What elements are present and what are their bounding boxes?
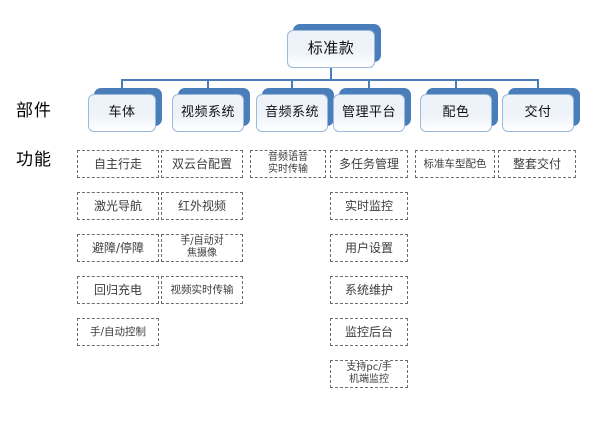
function-box-management-platform-4[interactable]: 系统维护 [330, 276, 408, 304]
node-face: 视频系统 [172, 94, 244, 132]
function-box-label: 实时监控 [344, 198, 393, 213]
function-box-management-platform-1[interactable]: 多任务管理 [330, 150, 408, 178]
connector-drop-color-scheme [455, 79, 457, 94]
function-box-management-platform-2[interactable]: 实时监控 [330, 192, 408, 220]
node-vehicle-body[interactable]: 车体 [88, 88, 162, 132]
connector-root-stem [330, 68, 332, 79]
function-box-label: 避障/停障 [91, 240, 145, 255]
function-box-management-platform-3[interactable]: 用户设置 [330, 234, 408, 262]
function-box-audio-system-1[interactable]: 音频语音 实时传输 [250, 150, 326, 178]
function-box-label: 红外视频 [177, 198, 226, 213]
function-box-video-system-4[interactable]: 视频实时传输 [161, 276, 243, 304]
function-box-delivery-1[interactable]: 整套交付 [498, 150, 576, 178]
row-label-parts: 部件 [16, 101, 52, 121]
connector-drop-delivery [537, 79, 539, 94]
function-box-label: 监控后台 [344, 324, 393, 339]
function-box-label: 手/自动控制 [89, 325, 147, 338]
function-box-vehicle-body-3[interactable]: 避障/停障 [77, 234, 159, 262]
function-box-label: 激光导航 [93, 198, 142, 213]
node-face: 车体 [88, 94, 156, 132]
node-label: 标准款 [307, 39, 355, 58]
function-box-management-platform-6[interactable]: 支持pc/手 机端监控 [330, 360, 408, 388]
function-box-vehicle-body-2[interactable]: 激光导航 [77, 192, 159, 220]
function-box-label: 支持pc/手 机端监控 [346, 362, 392, 385]
node-label: 车体 [108, 104, 136, 120]
node-face: 配色 [420, 94, 492, 132]
node-audio-system[interactable]: 音频系统 [256, 88, 334, 132]
node-face: 交付 [502, 94, 574, 132]
node-face: 标准款 [287, 30, 375, 68]
function-box-video-system-2[interactable]: 红外视频 [161, 192, 243, 220]
function-box-label: 音频语音 实时传输 [268, 152, 308, 175]
function-box-label: 整套交付 [512, 156, 561, 171]
node-label: 音频系统 [264, 104, 319, 120]
connector-drop-vehicle-body [121, 79, 123, 94]
function-box-vehicle-body-4[interactable]: 回归充电 [77, 276, 159, 304]
node-management-platform[interactable]: 管理平台 [333, 88, 411, 132]
function-box-video-system-3[interactable]: 手/自动对 焦摄像 [161, 234, 243, 262]
connector-drop-audio-system [291, 79, 293, 94]
function-box-label: 回归充电 [93, 282, 142, 297]
function-box-vehicle-body-1[interactable]: 自主行走 [77, 150, 159, 178]
function-box-management-platform-5[interactable]: 监控后台 [330, 318, 408, 346]
function-box-label: 手/自动对 焦摄像 [180, 236, 224, 259]
function-box-label: 自主行走 [93, 156, 142, 171]
function-box-color-scheme-1[interactable]: 标准车型配色 [415, 150, 495, 178]
function-box-label: 多任务管理 [338, 156, 399, 171]
function-box-label: 视频实时传输 [170, 283, 234, 296]
function-box-video-system-1[interactable]: 双云台配置 [161, 150, 243, 178]
node-face: 管理平台 [333, 94, 405, 132]
connector-bus [122, 79, 538, 81]
node-delivery[interactable]: 交付 [502, 88, 580, 132]
row-label-functions: 功能 [16, 150, 52, 170]
node-label: 交付 [524, 104, 552, 120]
node-label: 管理平台 [341, 104, 396, 120]
node-color-scheme[interactable]: 配色 [420, 88, 498, 132]
connector-drop-management-platform [368, 79, 370, 94]
function-box-label: 系统维护 [344, 282, 393, 297]
node-root[interactable]: 标准款 [287, 24, 381, 68]
connector-drop-video-system [207, 79, 209, 94]
function-box-label: 用户设置 [344, 240, 393, 255]
function-box-label: 标准车型配色 [423, 157, 487, 170]
node-video-system[interactable]: 视频系统 [172, 88, 250, 132]
function-box-vehicle-body-5[interactable]: 手/自动控制 [77, 318, 159, 346]
node-label: 配色 [442, 104, 470, 120]
node-label: 视频系统 [180, 104, 235, 120]
function-box-label: 双云台配置 [171, 156, 232, 171]
node-face: 音频系统 [256, 94, 328, 132]
